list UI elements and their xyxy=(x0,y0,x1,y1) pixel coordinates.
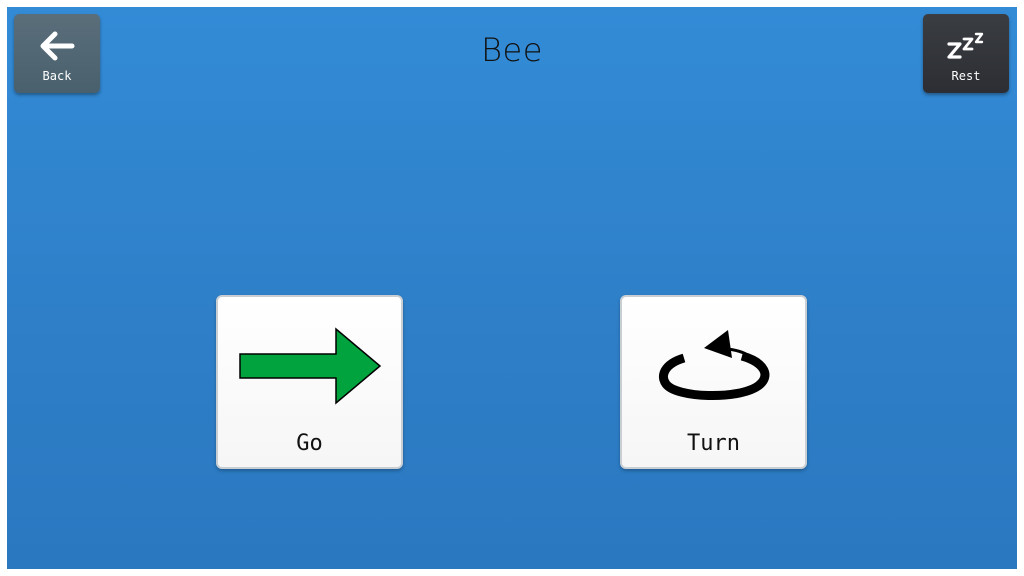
turn-button[interactable]: Turn xyxy=(620,295,807,469)
page-title: Bee xyxy=(481,31,543,69)
rest-button[interactable]: Rest xyxy=(923,14,1009,93)
turn-button-label: Turn xyxy=(687,431,740,456)
arrow-left-icon xyxy=(39,28,75,64)
sleep-zzz-icon xyxy=(946,28,986,64)
go-button[interactable]: Go xyxy=(216,295,403,469)
rest-button-label: Rest xyxy=(951,69,981,83)
arrow-right-icon xyxy=(218,311,401,421)
back-button[interactable]: Back xyxy=(14,14,100,93)
go-button-label: Go xyxy=(296,431,323,456)
back-button-label: Back xyxy=(42,69,72,83)
app-screen: Bee Back Rest Go xyxy=(7,7,1017,569)
rotate-ccw-icon xyxy=(622,311,805,421)
